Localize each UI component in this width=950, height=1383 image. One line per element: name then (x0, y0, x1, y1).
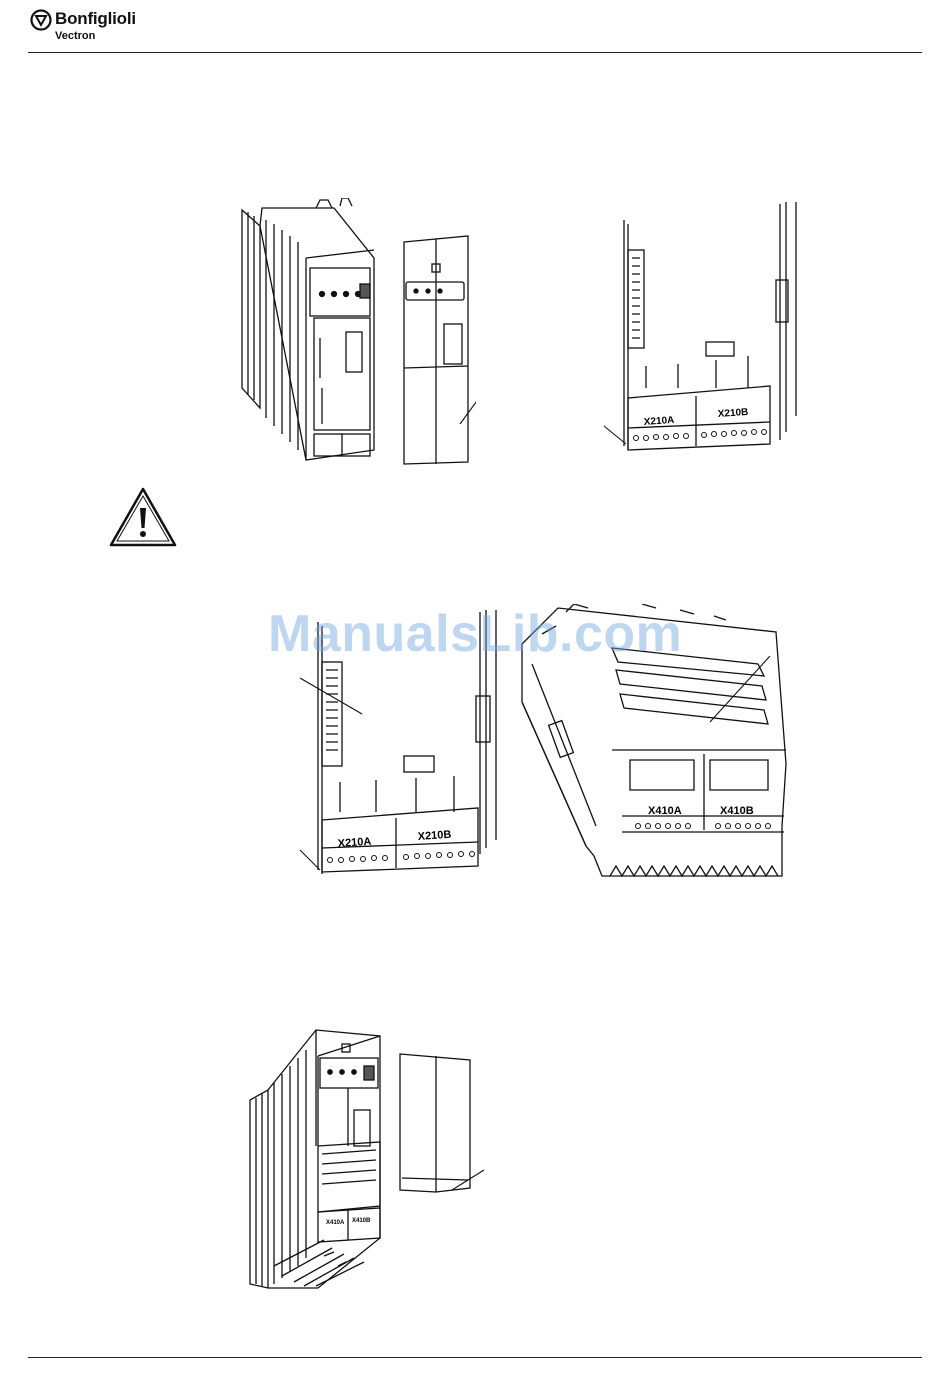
terminal-label-x210a-left: X210A (337, 836, 371, 850)
terminal-label-x410b-small: X410B (352, 1218, 371, 1224)
terminal-label-x410b: X410B (720, 805, 754, 817)
brand-name: Bonfiglioli (55, 9, 136, 29)
terminal-label-x410a-small: X410A (326, 1220, 345, 1226)
figure-device-open (236, 198, 476, 470)
terminal-label-x210b: X210B (717, 407, 748, 420)
figure-terminal-closeup: X210A X210B (600, 200, 810, 462)
terminal-label-x210b-left: X210B (417, 829, 451, 843)
footer-divider (28, 1357, 922, 1358)
terminal-label-x210a: X210A (643, 415, 674, 428)
watermark: ManualsLib.com (268, 604, 682, 664)
header-divider (28, 52, 922, 53)
page-header: Bonfiglioli Vectron (28, 6, 922, 54)
figure-device-assembled: X410A X410B (244, 1026, 494, 1292)
bonfiglioli-logo-icon (30, 9, 52, 31)
brand-subtitle: Vectron (55, 30, 95, 42)
warning-triangle-icon (108, 486, 178, 548)
terminal-label-x410a: X410A (648, 805, 682, 817)
